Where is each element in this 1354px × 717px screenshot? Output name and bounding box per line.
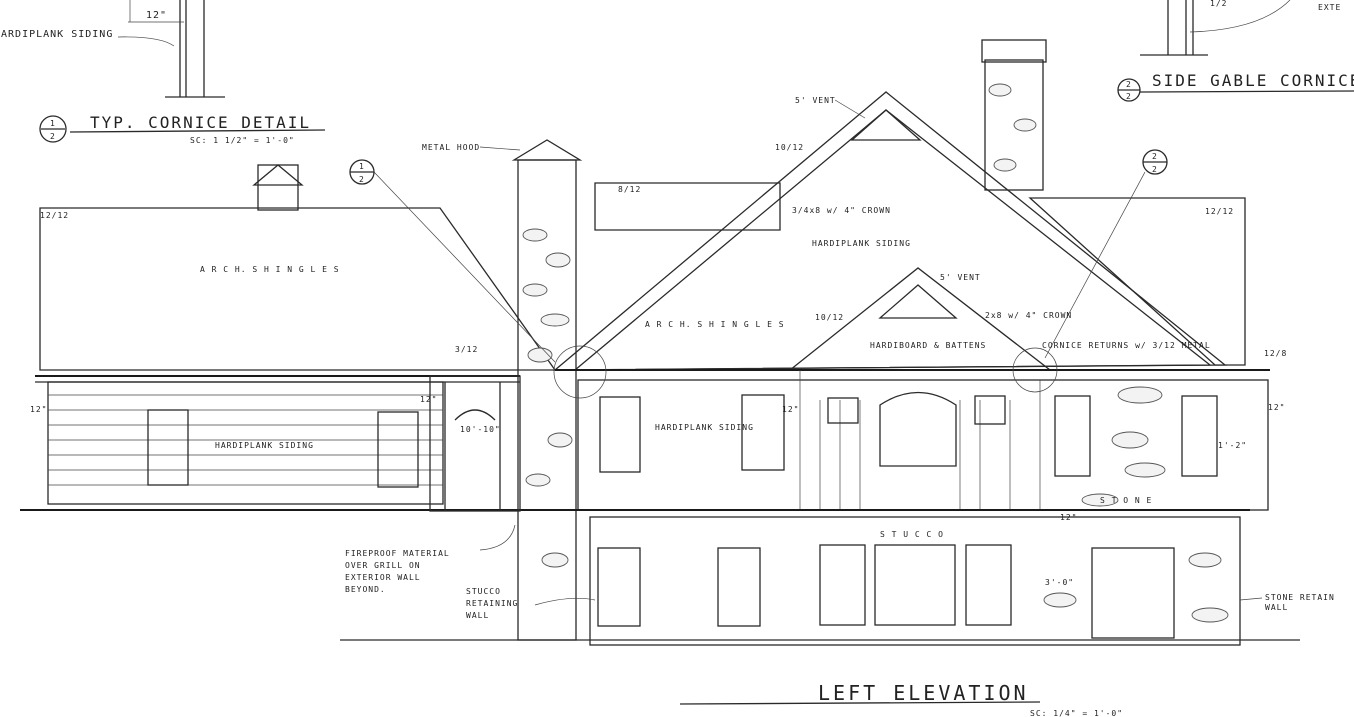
svg-text:12": 12" <box>782 405 799 414</box>
svg-text:12": 12" <box>30 405 47 414</box>
svg-text:2: 2 <box>50 132 56 141</box>
svg-text:A R C H. S H I N G L E S: A R C H. S H I N G L E S <box>200 265 340 274</box>
left-wing <box>20 164 560 512</box>
svg-text:1: 1 <box>50 119 56 128</box>
detail-title: SIDE GABLE CORNICE <box>1152 71 1354 90</box>
svg-text:1/2: 1/2 <box>1210 0 1227 8</box>
svg-text:12/8: 12/8 <box>1264 349 1287 358</box>
elevation-scale: SC: 1/4" = 1'-0" <box>1030 709 1123 717</box>
svg-text:HARDIPLANK SIDING: HARDIPLANK SIDING <box>812 239 911 248</box>
svg-text:EXTE: EXTE <box>1318 3 1341 12</box>
svg-text:12/12: 12/12 <box>40 211 69 220</box>
detail-title: TYP. CORNICE DETAIL <box>90 113 311 132</box>
svg-text:EXTERIOR WALL: EXTERIOR WALL <box>345 573 421 582</box>
svg-text:8/12: 8/12 <box>618 185 641 194</box>
svg-text:5' VENT: 5' VENT <box>940 273 981 282</box>
svg-text:2x8 w/ 4" CROWN: 2x8 w/ 4" CROWN <box>985 311 1072 320</box>
svg-text:SC: 1 1/2" = 1'-0": SC: 1 1/2" = 1'-0" <box>190 136 295 145</box>
svg-text:OVER GRILL ON: OVER GRILL ON <box>345 561 421 570</box>
svg-text:S T O N E: S T O N E <box>1100 496 1152 505</box>
svg-text:3/4x8 w/ 4" CROWN: 3/4x8 w/ 4" CROWN <box>792 206 891 215</box>
detail-callout <box>39 115 67 143</box>
svg-text:RETAINING: RETAINING <box>466 599 518 608</box>
svg-text:BEYOND.: BEYOND. <box>345 585 386 594</box>
svg-text:12/12: 12/12 <box>1205 207 1234 216</box>
svg-text:CORNICE RETURNS w/ 3/12 METAL: CORNICE RETURNS w/ 3/12 METAL <box>1042 341 1211 350</box>
left-chimney <box>511 139 583 641</box>
annotations: METAL HOOD 5' VENT 3/4x8 w/ 4" CROWN HAR… <box>200 96 1335 620</box>
svg-text:10/12: 10/12 <box>815 313 844 322</box>
rear-chimney <box>981 39 1047 191</box>
svg-text:HARDIPLANK SIDING: HARDIPLANK SIDING <box>215 441 314 450</box>
svg-text:3'-0": 3'-0" <box>1045 578 1074 587</box>
svg-text:STUCCO: STUCCO <box>466 587 501 596</box>
svg-text:HARDIBOARD & BATTENS: HARDIBOARD & BATTENS <box>870 341 986 350</box>
svg-text:FIREPROOF MATERIAL: FIREPROOF MATERIAL <box>345 549 450 558</box>
elevation-title-block: LEFT ELEVATION SC: 1/4" = 1'-0" <box>679 681 1123 717</box>
svg-text:2: 2 <box>359 175 365 184</box>
siding-note: HARDIPLANK SIDING <box>0 29 113 40</box>
section-callout-2: 2 2 <box>1044 149 1168 359</box>
svg-text:12": 12" <box>1268 403 1285 412</box>
svg-text:2: 2 <box>1126 80 1132 89</box>
side-gable-cornice-detail: 1/2 EXTE 2 2 SIDE GABLE CORNICE <box>1117 0 1354 102</box>
svg-text:12": 12" <box>146 10 167 21</box>
svg-text:STONE RETAIN: STONE RETAIN <box>1265 593 1335 602</box>
svg-text:10'-10": 10'-10" <box>460 425 501 434</box>
svg-text:HARDIPLANK SIDING: HARDIPLANK SIDING <box>655 423 754 432</box>
svg-text:10/12: 10/12 <box>775 143 804 152</box>
svg-text:A R C H. S H I N G L E S: A R C H. S H I N G L E S <box>645 320 785 329</box>
svg-text:2: 2 <box>1152 152 1158 161</box>
svg-text:2: 2 <box>1152 165 1158 174</box>
svg-text:2: 2 <box>1126 92 1132 101</box>
main-house <box>340 91 1300 646</box>
section-callout-1: 1 2 <box>349 159 556 363</box>
svg-text:12": 12" <box>420 395 437 404</box>
svg-text:5' VENT: 5' VENT <box>795 96 836 105</box>
svg-text:METAL HOOD: METAL HOOD <box>422 143 480 152</box>
elevation-title: LEFT ELEVATION <box>818 681 1029 705</box>
svg-text:S T U C C O: S T U C C O <box>880 530 944 539</box>
svg-text:12": 12" <box>1060 513 1077 522</box>
svg-text:WALL: WALL <box>1265 603 1288 612</box>
typ-cornice-detail: 12" HARDIPLANK SIDING 1 2 TYP. CORNICE D… <box>0 0 326 145</box>
svg-text:1: 1 <box>359 162 365 171</box>
svg-text:3/12: 3/12 <box>455 345 478 354</box>
svg-text:1'-2": 1'-2" <box>1218 441 1247 450</box>
svg-text:WALL: WALL <box>466 611 489 620</box>
pitch-and-dimension-labels: 12/12 8/12 10/12 3/12 10/12 12/12 12/8 1… <box>30 143 1287 587</box>
